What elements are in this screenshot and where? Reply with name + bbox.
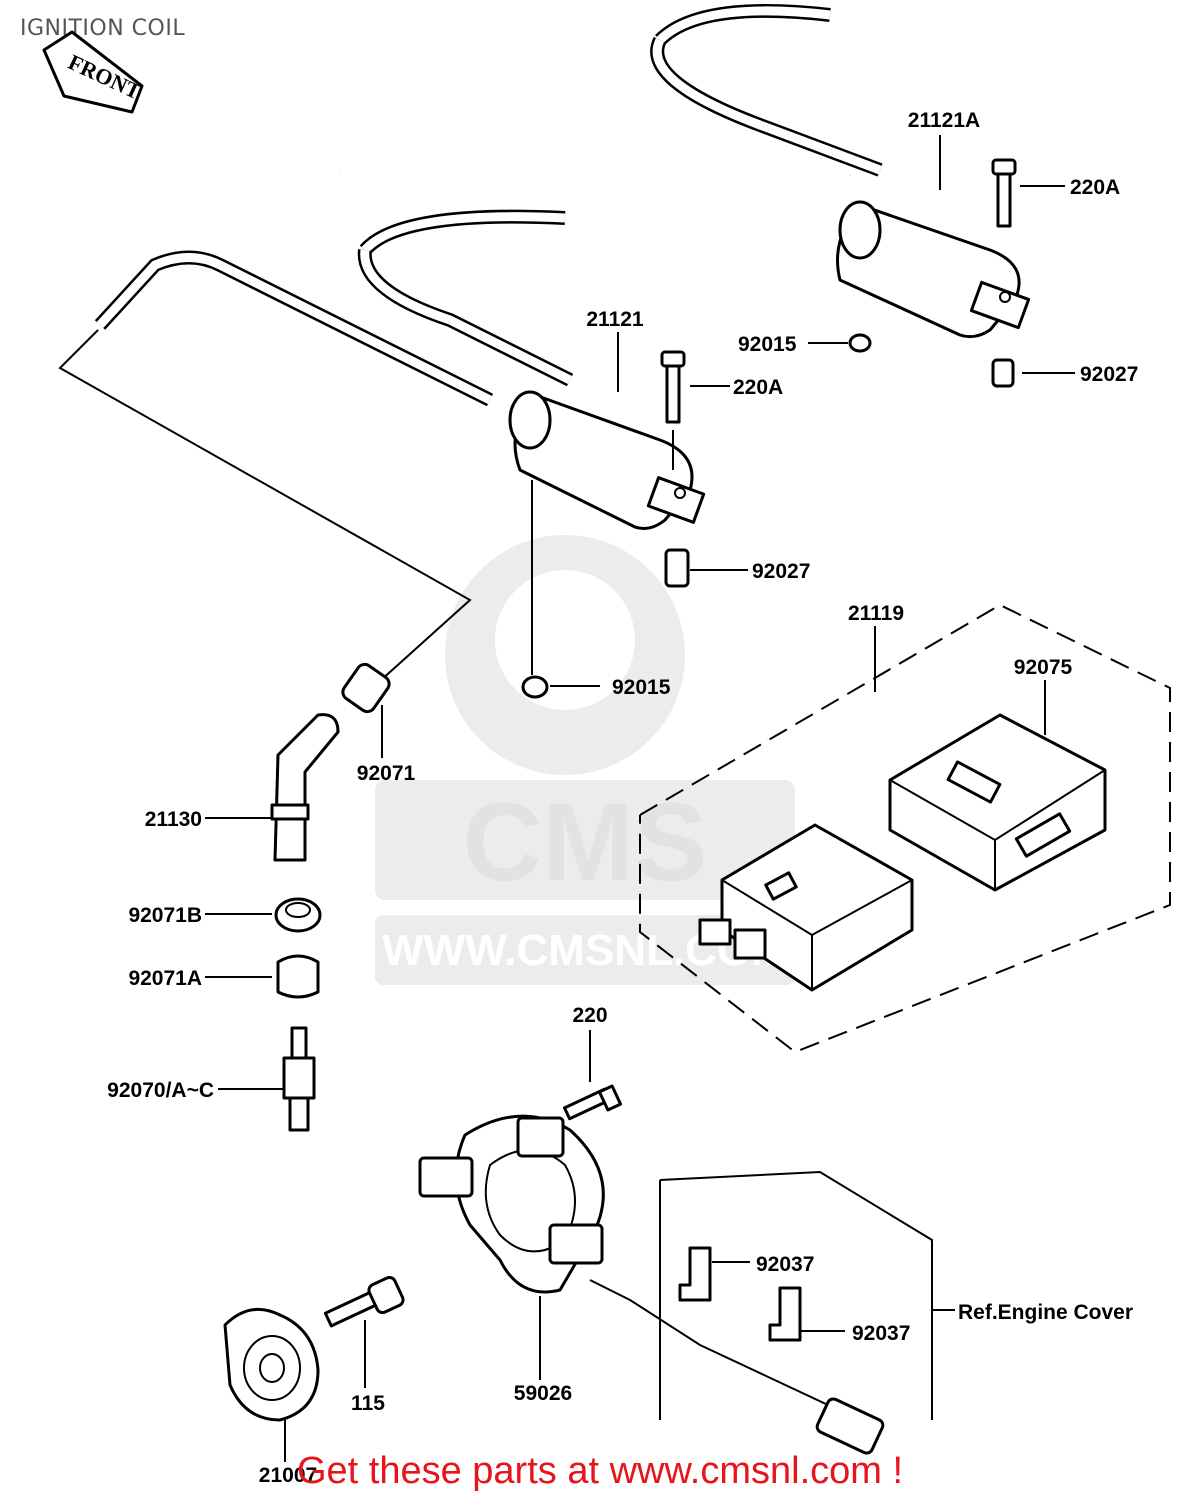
pickup-plate-59026 — [418, 1114, 885, 1455]
callout-ref-engine-cover: Ref.Engine Cover — [958, 1301, 1133, 1324]
callout-21121: 21121 — [586, 308, 644, 331]
clip-92037-a — [678, 1246, 712, 1302]
callout-92027-top: 92027 — [1080, 363, 1138, 386]
callout-92071B: 92071B — [128, 904, 202, 927]
nut-92015-top — [848, 333, 872, 353]
collar-92027-mid — [664, 548, 690, 588]
ref-engine-cover-outline — [659, 1170, 933, 1420]
callout-92015-top: 92015 — [738, 333, 797, 356]
callout-21130: 21130 — [145, 808, 202, 831]
spark-plug-92070 — [282, 1026, 316, 1132]
footer-promo: Get these parts at www.cmsnl.com ! — [296, 1450, 904, 1492]
callout-21007: 21007 — [259, 1464, 317, 1487]
callout-115: 115 — [351, 1392, 385, 1415]
callout-21119: 21119 — [848, 602, 904, 625]
coil-21121 — [508, 390, 706, 530]
plug-cap-21130 — [270, 713, 340, 862]
bolt-115 — [323, 1275, 405, 1328]
watermark: CMS WWW.CMSNL.COM — [375, 535, 795, 985]
clip-92037-b — [768, 1286, 802, 1342]
bolt-220A-top — [991, 158, 1017, 228]
page-title: IGNITION COIL — [20, 16, 186, 41]
coil-21121-wires — [58, 209, 574, 691]
callout-220A-top: 220A — [1070, 176, 1120, 199]
leader-lines — [205, 135, 1075, 1462]
coil-21121A — [836, 200, 1031, 339]
bolt-220A-mid — [660, 350, 686, 424]
nut-92015-mid — [521, 675, 549, 699]
callout-21121A: 21121A — [908, 109, 980, 132]
watermark-brand: CMS — [463, 781, 707, 904]
callout-92071: 92071 — [357, 762, 416, 785]
cap-92071A — [276, 954, 320, 999]
coil-21121A-wires — [337, 3, 883, 180]
callout-92037-a: 92037 — [756, 1253, 814, 1276]
callout-59026: 59026 — [514, 1382, 572, 1405]
screw-220 — [563, 1084, 623, 1121]
timing-plate-21007 — [223, 1307, 320, 1422]
callout-92071A: 92071A — [128, 967, 202, 990]
callout-220A-mid: 220A — [733, 376, 783, 399]
seal-92071B — [274, 897, 322, 933]
cap-seal-92071 — [341, 662, 391, 714]
igniter-box-outline — [639, 603, 1171, 1054]
collar-92027-top — [991, 358, 1015, 388]
callout-92015-mid: 92015 — [612, 676, 671, 699]
callout-92037-b: 92037 — [852, 1322, 910, 1345]
callout-labels: 21121A 220A 92015 92027 21121 220A 92027… — [107, 109, 1138, 1487]
front-arrow-icon: FRONT — [42, 30, 145, 114]
callout-92075: 92075 — [1014, 656, 1073, 679]
callout-92027-mid: 92027 — [752, 560, 810, 583]
callout-92070: 92070/A~C — [107, 1079, 214, 1102]
igniter-21119 — [698, 823, 914, 992]
callout-220: 220 — [572, 1004, 607, 1027]
cover-92075 — [888, 713, 1107, 892]
